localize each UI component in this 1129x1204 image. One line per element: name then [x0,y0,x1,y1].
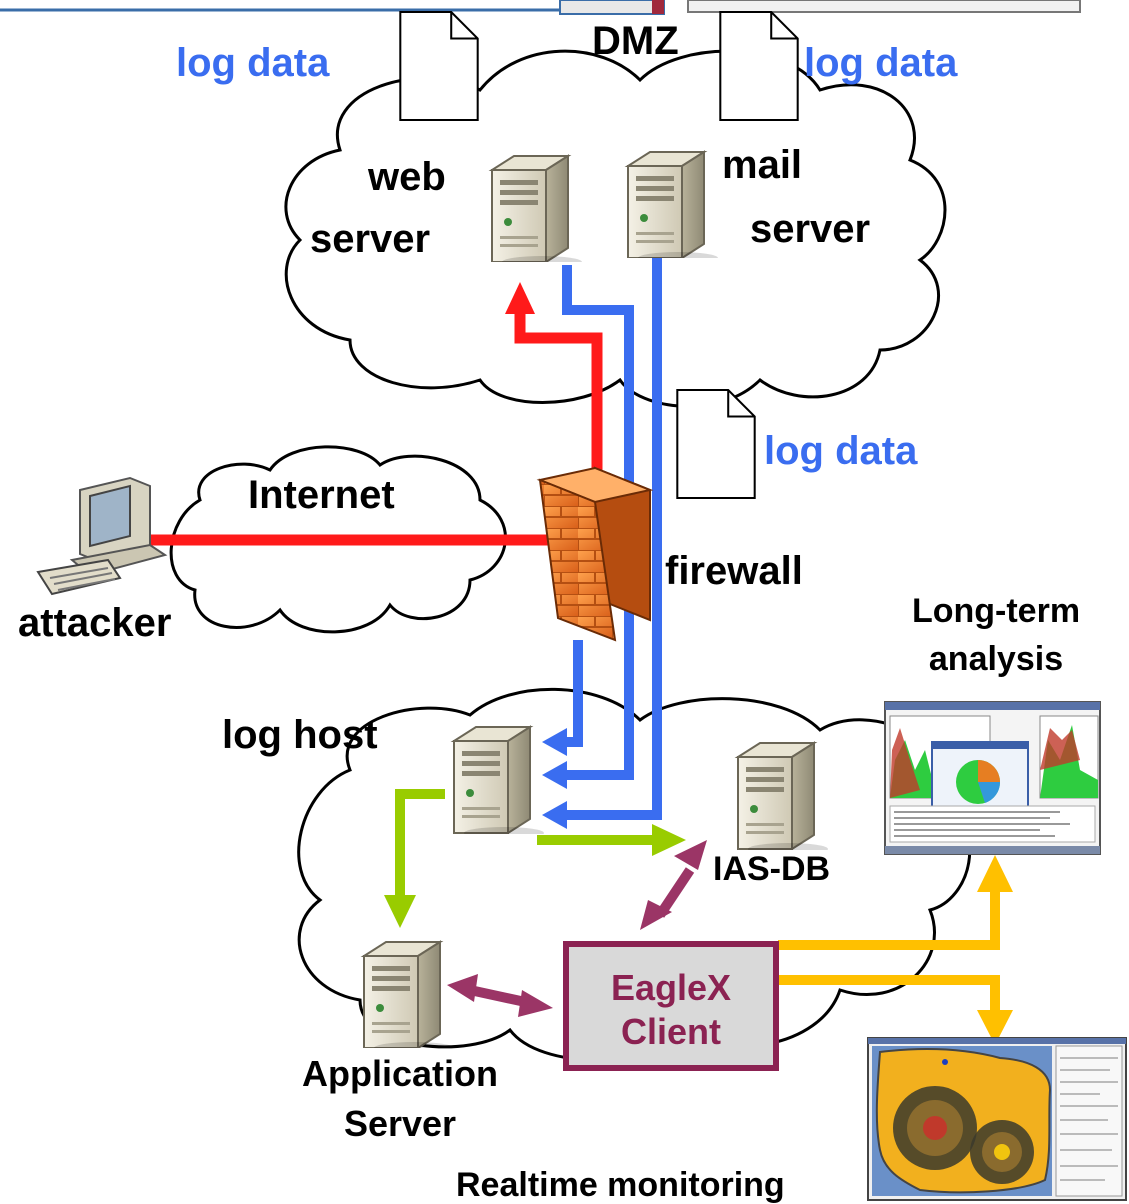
client-links [468,867,695,1008]
web-server-label-line2: server [310,217,430,261]
long-term-analysis-screenshot [884,701,1101,855]
attack-arrowhead [505,282,535,314]
internet-label: Internet [248,473,395,517]
realtime-monitoring-screenshot [867,1037,1127,1201]
ias-db-label: IAS-DB [713,850,830,888]
web-server-label-line1: web [367,155,446,199]
log-flows [562,255,662,820]
realtime-monitoring-label: Realtime monitoring [456,1166,785,1204]
long-term-label-line2: analysis [929,640,1063,678]
log-arrowhead-3 [542,801,567,829]
top-edge-decoration [0,0,1085,15]
client-link-arrow-2b [518,990,553,1017]
log-data-label-middle: log data [764,429,918,473]
eaglex-label-line1: EagleX [611,967,731,1008]
green-arrowhead-down [384,895,416,928]
client-link-arrow-1b [674,840,707,870]
log-data-label-left: log data [176,41,330,85]
log-arrowhead-2 [542,761,567,789]
dmz-label: DMZ [592,19,679,63]
attacker-label: attacker [18,601,171,645]
long-term-label-line1: Long-term [912,592,1080,630]
firewall-label: firewall [665,549,803,593]
application-server-label-line2: Server [344,1103,456,1144]
firewall-icon [536,466,654,642]
document-icon [719,11,799,121]
log-arrowhead-1 [542,728,567,756]
client-link-arrow-1a [640,900,672,930]
log-data-label-right: log data [804,41,958,85]
log-host-label: log host [222,713,378,757]
document-icon [676,389,756,499]
internal-flows [395,789,655,898]
attack-path [140,310,603,546]
output-arrowhead-down [977,1010,1013,1045]
client-link-arrow-2a [447,974,478,1002]
mail-server-label-line2: server [750,207,870,251]
eaglex-client-box [563,941,779,1071]
output-flows [778,890,1000,1012]
dmz-cloud [284,49,947,408]
output-arrowhead-up [977,855,1013,892]
computer-icon [36,476,168,596]
document-icon [399,11,479,121]
mail-server-label-line1: mail [722,143,802,187]
green-arrowhead-right [652,824,686,856]
application-server-label-line1: Application [302,1053,498,1094]
eaglex-label-line2: Client [621,1011,721,1052]
